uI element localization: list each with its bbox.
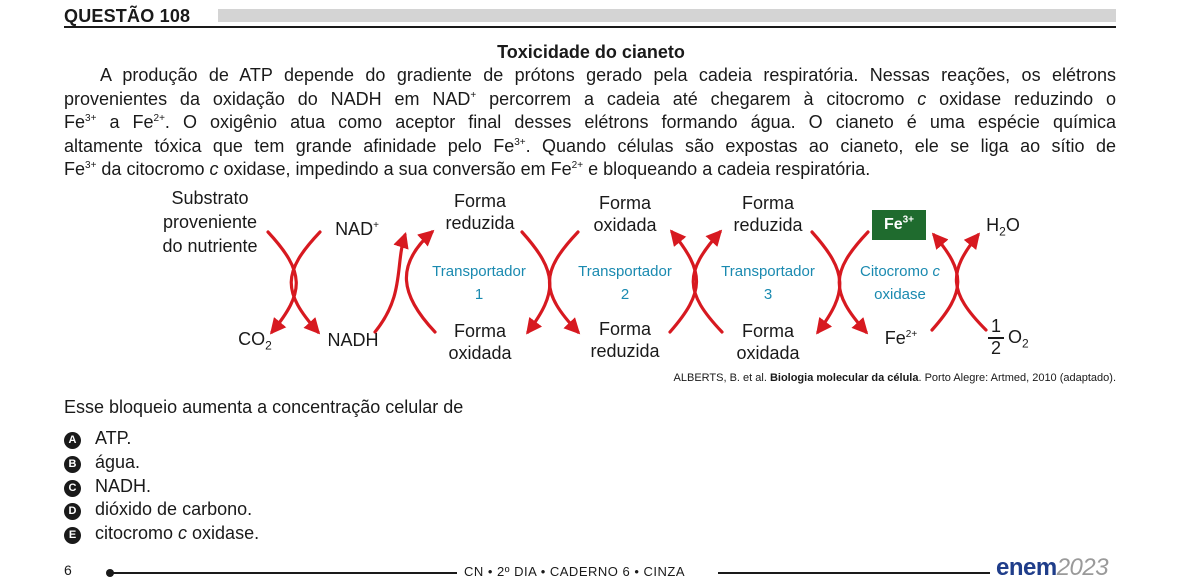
arrow-t2-t3-up — [668, 229, 699, 334]
arrow-t2-t1-down — [547, 230, 581, 335]
option-b-badge: B — [64, 456, 81, 473]
paragraph-line-5: Fe3+ da citocromo c oxidase, impedindo a… — [64, 159, 871, 179]
arrow-t1-up — [404, 229, 437, 334]
nad-label: NAD+ — [335, 219, 379, 239]
paragraph-line-2: provenientes da oxidação do NADH em NAD+… — [64, 88, 1116, 109]
arrow-substrato-co2 — [266, 230, 298, 335]
footer-center-text: CN • 2º DIA • CADERNO 6 • CINZA — [464, 564, 685, 579]
page-footer: 6 CN • 2º DIA • CADERNO 6 • CINZA enem20… — [64, 554, 1116, 582]
option-a-badge: A — [64, 432, 81, 449]
arrow-cit-t3-down — [837, 230, 870, 335]
arrow-nadh-t1 — [373, 231, 409, 334]
question-header: QUESTÃO 108 — [64, 6, 1116, 28]
footer-dot-left — [106, 569, 114, 577]
fe3-box: Fe3+ — [872, 210, 926, 240]
footer-rule-right — [718, 572, 990, 574]
diagram-arrows — [266, 229, 988, 335]
source-citation: ALBERTS, B. et al. Biologia molecular da… — [673, 372, 1116, 384]
option-d-badge: D — [64, 503, 81, 520]
paragraph-line-4: altamente tóxica que tem grande afinidad… — [64, 135, 1117, 156]
arrow-nad-nadh — [289, 230, 322, 335]
fe2-label: Fe2+ — [884, 328, 918, 348]
header-rule — [64, 26, 1116, 28]
arrow-o2-h2o-up — [954, 232, 988, 332]
question-number: QUESTÃO 108 — [64, 6, 197, 26]
option-e-badge: E — [64, 527, 81, 544]
paragraph-line-1: A produção de ATP depende do gradiente d… — [100, 65, 1116, 85]
header-gray-bar — [218, 9, 1116, 22]
arrow-t3-t2-up — [691, 229, 724, 334]
co2-label: CO2 — [238, 329, 272, 353]
page-number: 6 — [64, 562, 72, 578]
option-c-badge: C — [64, 480, 81, 497]
question-paragraph: A produção de ATP depende do gradiente d… — [64, 64, 1116, 182]
enem-logo: enem2023 — [996, 554, 1109, 581]
question-title: Toxicidade do cianeto — [497, 42, 685, 62]
question-stem: Esse bloqueio aumenta a concentração cel… — [64, 397, 464, 417]
half-o2-label: 1 2 O2 — [986, 316, 1036, 360]
paragraph-line-3: Fe3+ a Fe2+. O oxigênio atua como acepto… — [64, 112, 1116, 132]
h2o-label: H2O — [986, 215, 1020, 239]
footer-rule-left — [112, 572, 457, 574]
nadh-label: NADH — [327, 330, 379, 350]
